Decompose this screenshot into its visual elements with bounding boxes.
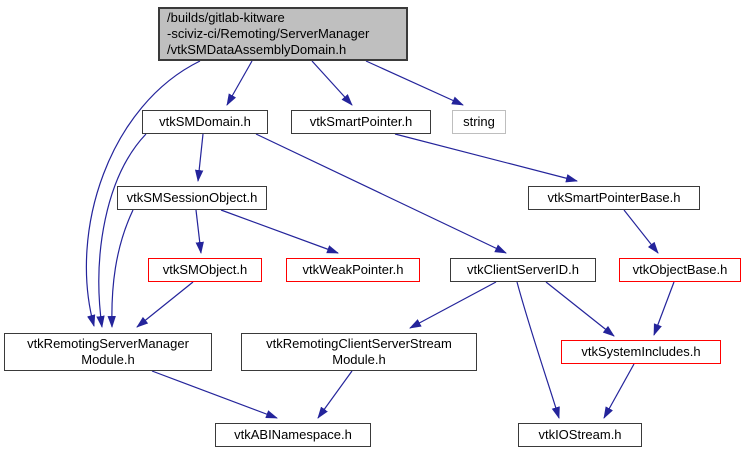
node-label: -sciviz-ci/Remoting/ServerManager bbox=[167, 26, 370, 41]
graph-node-vtkSMObject[interactable]: vtkSMObject.h bbox=[148, 258, 262, 282]
edge-vtkSmartPointer-to-vtkSmartPointerBase bbox=[394, 133, 578, 183]
edge-main-to-vtkSmartPointer bbox=[311, 60, 353, 106]
node-label: vtkSMSessionObject.h bbox=[126, 190, 258, 205]
edge-vtkSystemIncludes-to-vtkIOStream bbox=[603, 363, 635, 419]
edge-vtkSMDomain-to-vtkClientServerID bbox=[255, 133, 507, 254]
edge-vtkClientServerID-to-vtkRemotingClientServerStreamModule bbox=[409, 281, 497, 329]
graph-node-vtkSmartPointer[interactable]: vtkSmartPointer.h bbox=[291, 110, 431, 134]
node-label: /vtkSMDataAssemblyDomain.h bbox=[167, 42, 347, 57]
graph-node-vtkABINamespace[interactable]: vtkABINamespace.h bbox=[215, 423, 371, 447]
edge-vtkSMObject-to-vtkRemotingServerManagerModule bbox=[136, 281, 194, 328]
node-label: /builds/gitlab-kitware bbox=[167, 10, 285, 25]
node-label: vtkObjectBase.h bbox=[632, 262, 728, 277]
edge-vtkSMDomain-to-vtkSMSessionObject bbox=[194, 133, 204, 182]
node-label: vtkSMDomain.h bbox=[159, 114, 251, 129]
graph-node-vtkIOStream[interactable]: vtkIOStream.h bbox=[518, 423, 642, 447]
graph-node-main: /builds/gitlab-kitware-sciviz-ci/Remotin… bbox=[158, 7, 408, 61]
graph-node-vtkSMDomain[interactable]: vtkSMDomain.h bbox=[142, 110, 268, 134]
graph-node-vtkObjectBase[interactable]: vtkObjectBase.h bbox=[619, 258, 741, 282]
edge-vtkSMSessionObject-to-vtkSMObject bbox=[195, 209, 204, 254]
node-label: vtkClientServerID.h bbox=[467, 262, 579, 277]
edge-vtkObjectBase-to-vtkSystemIncludes bbox=[653, 281, 675, 336]
graph-node-vtkWeakPointer[interactable]: vtkWeakPointer.h bbox=[286, 258, 420, 282]
edge-vtkClientServerID-to-vtkIOStream bbox=[516, 281, 560, 419]
edge-main-to-vtkSMDomain bbox=[226, 60, 253, 106]
node-label: string bbox=[463, 114, 495, 129]
node-label: vtkSMObject.h bbox=[162, 262, 248, 277]
node-label: vtkABINamespace.h bbox=[234, 427, 352, 442]
node-label: vtkIOStream.h bbox=[538, 427, 622, 442]
edge-vtkRemotingClientServerStreamModule-to-vtkABINamespace bbox=[317, 370, 353, 419]
edge-vtkSMSessionObject-to-vtkRemotingServerManagerModule bbox=[107, 209, 134, 328]
edge-main-to-vtkRemotingServerManagerModule bbox=[85, 60, 201, 327]
graph-node-vtkSystemIncludes[interactable]: vtkSystemIncludes.h bbox=[561, 340, 721, 364]
edge-vtkClientServerID-to-vtkSystemIncludes bbox=[545, 281, 615, 337]
node-label: vtkSmartPointerBase.h bbox=[547, 190, 681, 205]
graph-node-vtkSmartPointerBase[interactable]: vtkSmartPointerBase.h bbox=[528, 186, 700, 210]
graph-node-vtkSMSessionObject[interactable]: vtkSMSessionObject.h bbox=[117, 186, 267, 210]
node-label: Module.h bbox=[81, 352, 135, 367]
node-label: vtkSystemIncludes.h bbox=[581, 344, 701, 359]
graph-node-vtkClientServerID[interactable]: vtkClientServerID.h bbox=[450, 258, 596, 282]
edge-vtkRemotingServerManagerModule-to-vtkABINamespace bbox=[151, 370, 278, 419]
edge-main-to-string bbox=[365, 60, 464, 106]
edge-vtkSMDomain-to-vtkRemotingServerManagerModule bbox=[96, 133, 147, 328]
node-label: vtkRemotingServerManager bbox=[27, 336, 189, 351]
edge-vtkSmartPointerBase-to-vtkObjectBase bbox=[623, 209, 659, 254]
node-label: vtkRemotingClientServerStream bbox=[266, 336, 452, 351]
node-label: vtkSmartPointer.h bbox=[309, 114, 413, 129]
edge-vtkSMSessionObject-to-vtkWeakPointer bbox=[220, 209, 339, 254]
graph-node-string: string bbox=[452, 110, 506, 134]
node-label: vtkWeakPointer.h bbox=[302, 262, 404, 277]
node-label: Module.h bbox=[332, 352, 386, 367]
